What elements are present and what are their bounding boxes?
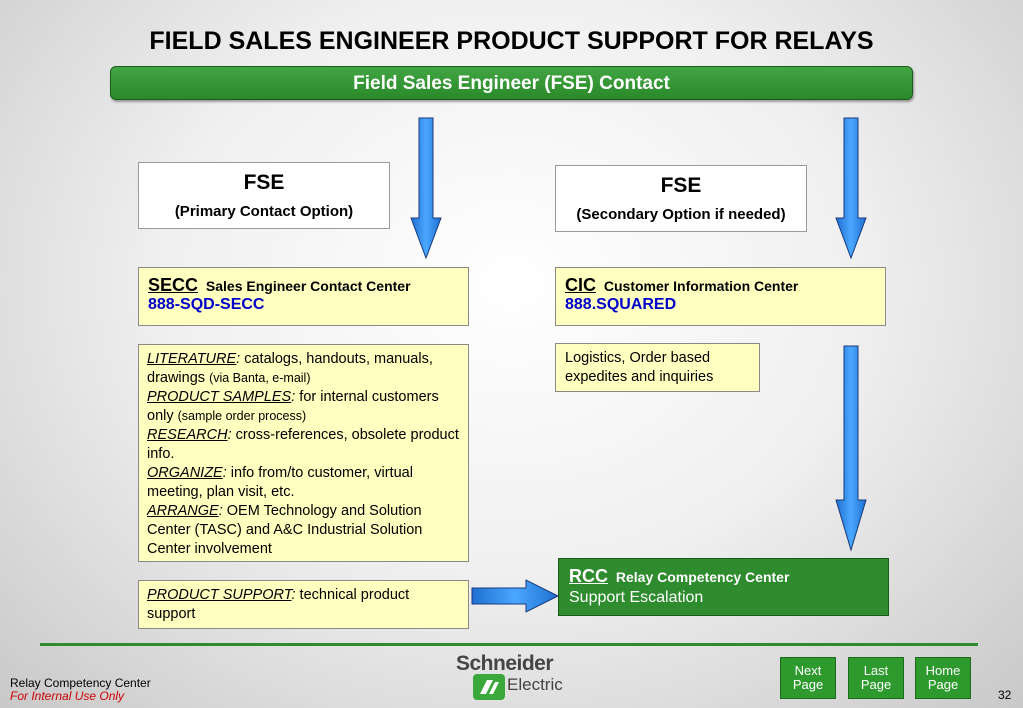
home-page-line2: Page	[927, 677, 959, 692]
home-page-button[interactable]: Home Page	[915, 657, 971, 699]
footer-org: Relay Competency Center	[10, 676, 151, 690]
logo-word-electric: Electric	[507, 675, 563, 694]
rcc-name: Relay Competency Center	[615, 569, 790, 585]
product-support-label: PRODUCT SUPPORT	[147, 587, 292, 603]
secc-phone: 888-SQD-SECC	[148, 296, 265, 313]
rcc-box: RCC Relay Competency Center Support Esca…	[558, 558, 889, 616]
samples-text: for internal customers only	[147, 389, 439, 424]
logo-word-schneider: Schneider	[456, 652, 554, 675]
next-page-line1: Next	[794, 663, 822, 678]
last-page-line2: Page	[860, 677, 892, 692]
cic-box: CIC Customer Information Center 888.SQUA…	[555, 267, 886, 326]
arrow-down-primary-icon	[410, 117, 442, 260]
page-number: 32	[998, 688, 1012, 702]
arrow-right-rcc-icon	[471, 579, 560, 613]
cic-name: Customer Information Center	[603, 278, 799, 294]
fse-primary-box: FSE (Primary Contact Option)	[138, 162, 390, 229]
fse-contact-banner: Field Sales Engineer (FSE) Contact	[110, 66, 913, 100]
product-support-text: technical product support	[147, 587, 410, 622]
cic-phone: 888.SQUARED	[565, 296, 677, 313]
research-text: cross-references, obsolete product info.	[147, 427, 459, 462]
last-page-button[interactable]: Last Page	[848, 657, 904, 699]
secc-name: Sales Engineer Contact Center	[205, 278, 411, 294]
research-label: RESEARCH	[147, 427, 228, 443]
fse-secondary-subtitle: (Secondary Option if needed)	[576, 206, 786, 223]
page-title: FIELD SALES ENGINEER PRODUCT SUPPORT FOR…	[149, 27, 874, 55]
samples-note: (sample order process)	[177, 409, 307, 423]
product-support-box: PRODUCT SUPPORT: technical product suppo…	[138, 580, 469, 629]
organize-label: ORGANIZE	[147, 465, 223, 481]
fse-secondary-box: FSE (Secondary Option if needed)	[555, 165, 807, 232]
next-page-button[interactable]: Next Page	[780, 657, 836, 699]
logistics-box: Logistics, Order based expedites and inq…	[555, 343, 760, 392]
literature-note: (via Banta, e-mail)	[209, 371, 311, 385]
arrange-text: OEM Technology and Solution Center (TASC…	[147, 503, 423, 557]
next-page-line2: Page	[792, 677, 824, 692]
fse-primary-title: FSE	[243, 171, 285, 194]
fse-primary-subtitle: (Primary Contact Option)	[174, 203, 354, 220]
literature-label: LITERATURE	[147, 351, 237, 367]
last-page-line1: Last	[863, 663, 889, 678]
arrow-down-rcc-icon	[835, 345, 867, 552]
arrow-down-secondary-icon	[835, 117, 867, 260]
arrange-label: ARRANGE	[147, 503, 219, 519]
cic-acronym: CIC	[565, 275, 596, 295]
secc-services-box: LITERATURE: catalogs, handouts, manuals,…	[138, 344, 469, 562]
rcc-subtitle: Support Escalation	[569, 589, 704, 606]
footer-divider	[40, 643, 978, 646]
schneider-logo-icon	[473, 674, 505, 700]
footer-confidentiality: For Internal Use Only	[10, 689, 125, 703]
samples-label: PRODUCT SAMPLES	[147, 389, 292, 405]
literature-text: catalogs, handouts, manuals, drawings	[147, 351, 433, 386]
secc-acronym: SECC	[148, 275, 199, 295]
schneider-electric-logo: Schneider Electric	[453, 652, 573, 702]
rcc-acronym: RCC	[569, 566, 608, 586]
organize-text: info from/to customer, virtual meeting, …	[147, 465, 413, 500]
fse-secondary-title: FSE	[660, 174, 702, 197]
secc-box: SECC Sales Engineer Contact Center 888-S…	[138, 267, 469, 326]
home-page-line1: Home	[925, 663, 961, 678]
